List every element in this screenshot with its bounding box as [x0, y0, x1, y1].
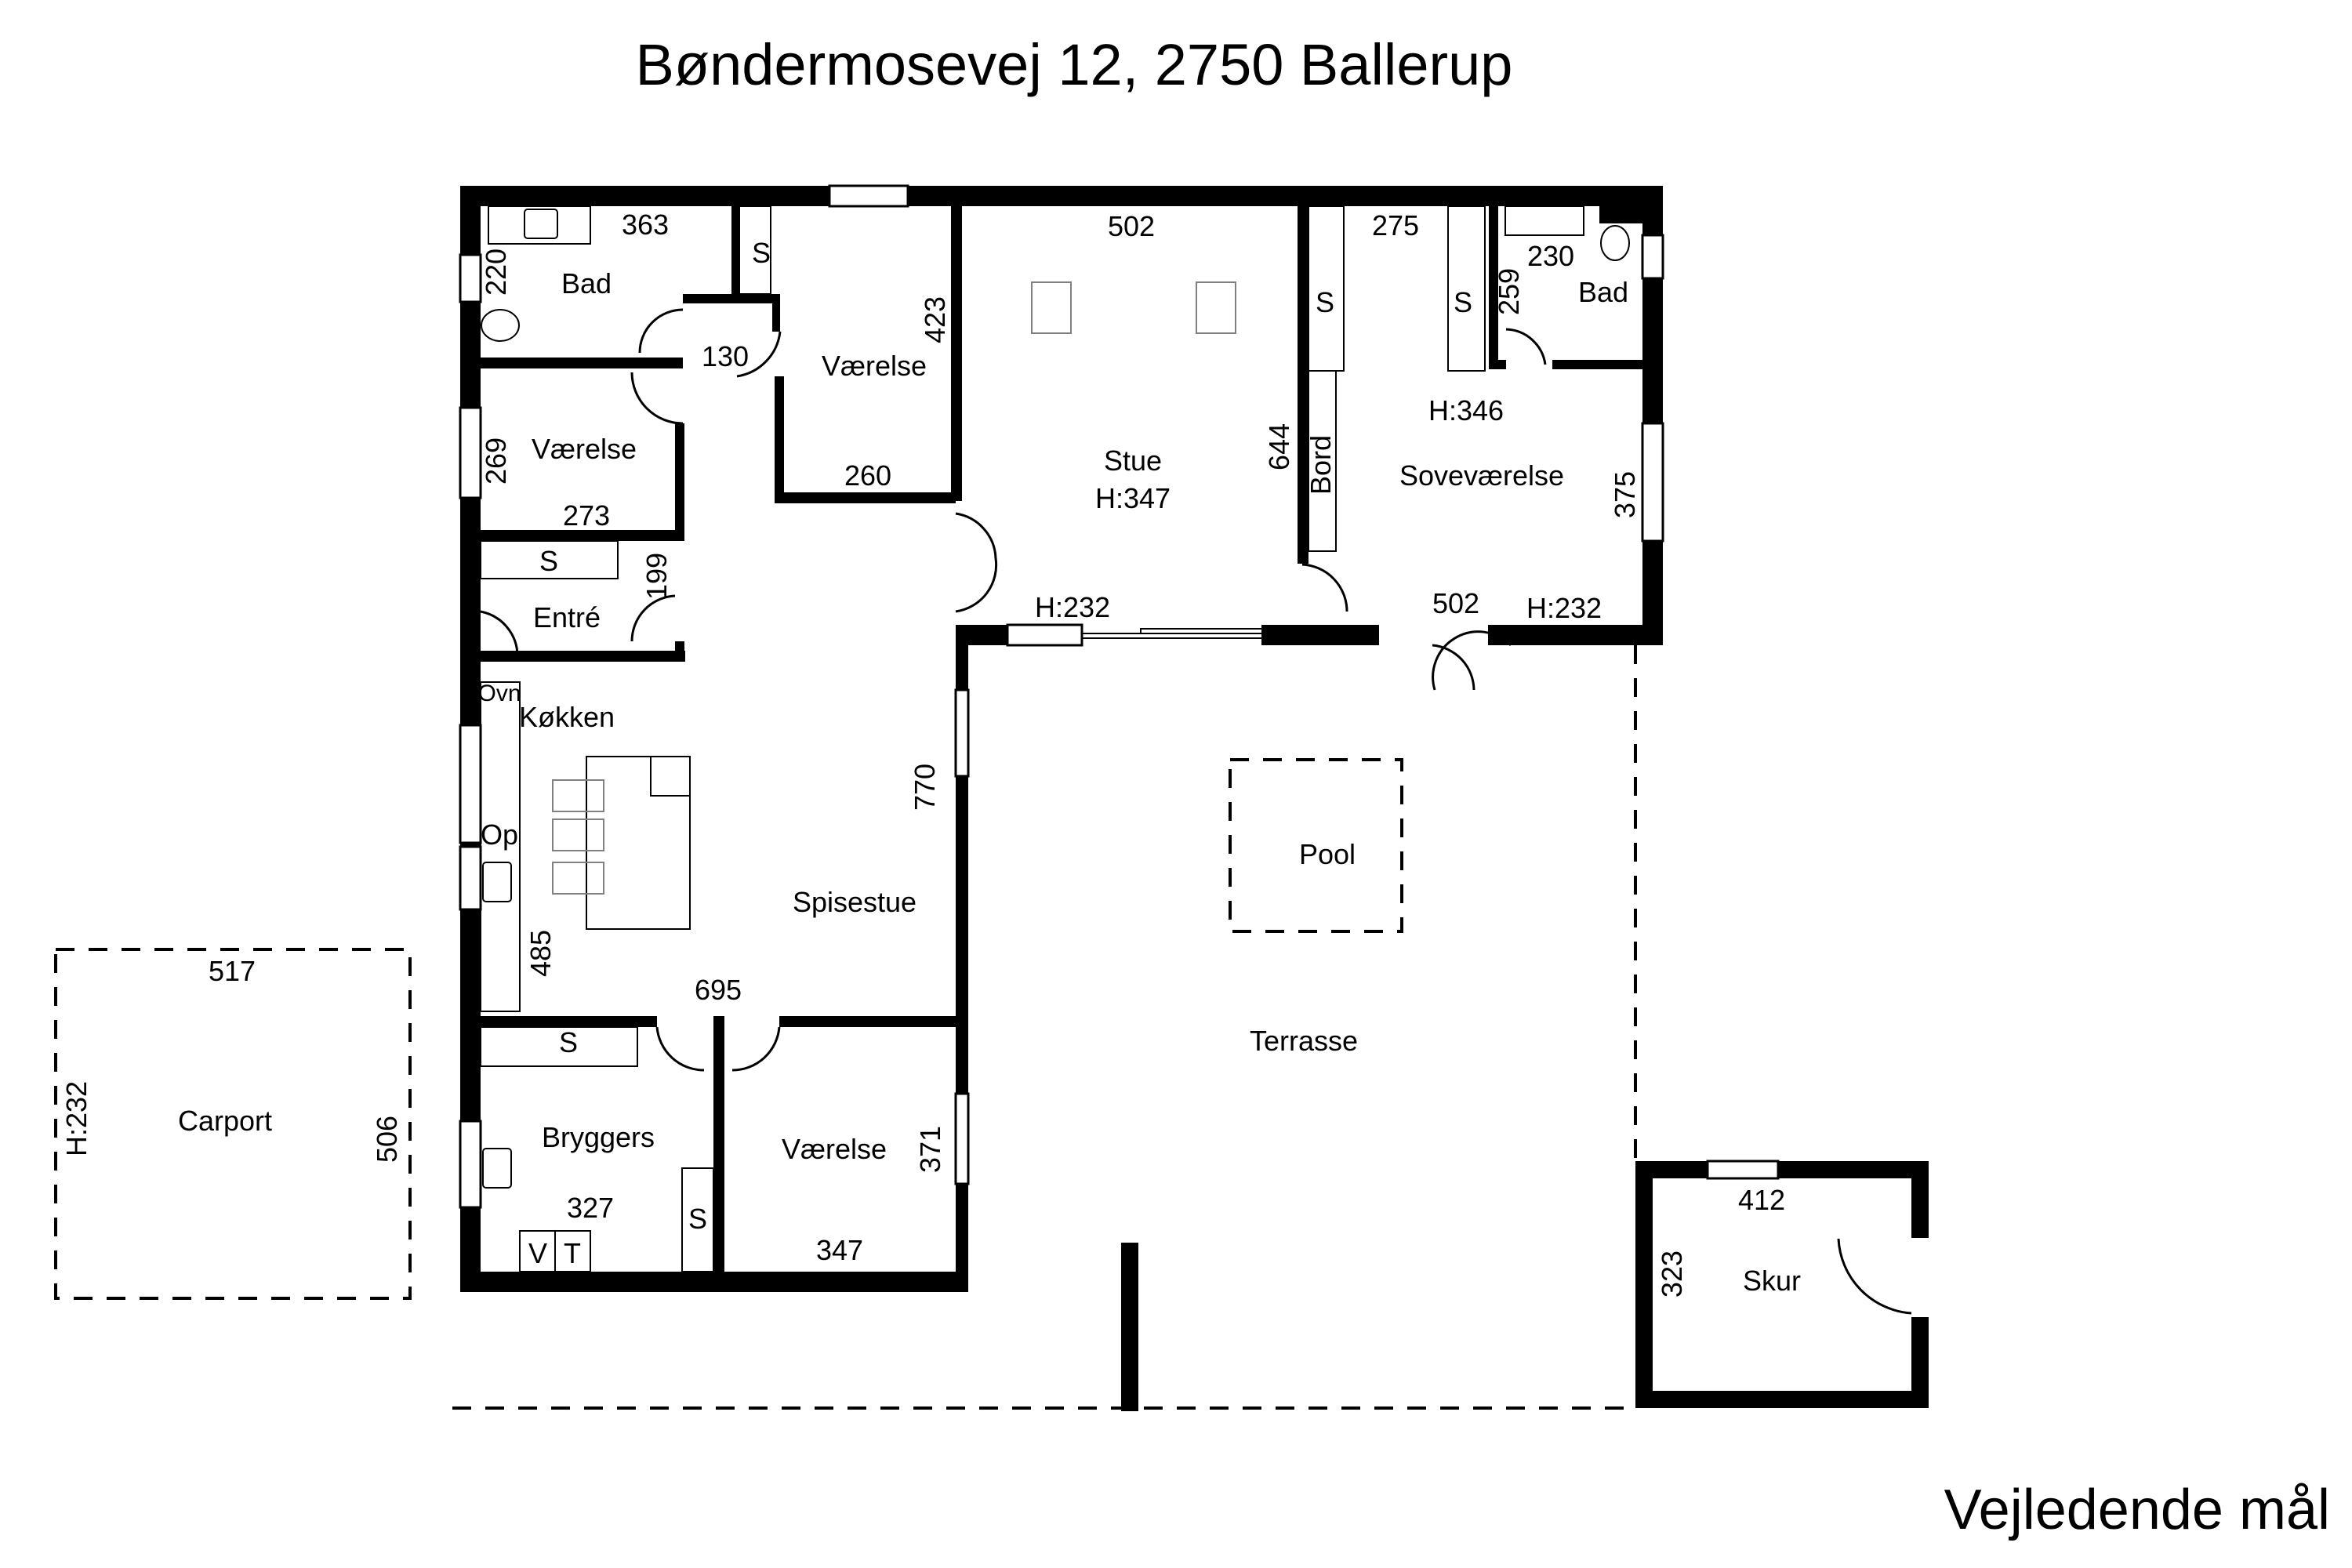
- windows: [459, 184, 1780, 1209]
- sovev-door-height: H:232: [1526, 592, 1602, 624]
- stue-door-height: H:232: [1034, 591, 1111, 623]
- stue-name: Stue: [1103, 445, 1163, 477]
- bad-right-depth: 259: [1493, 267, 1525, 316]
- stue-height: H:347: [1094, 482, 1171, 514]
- sink-counter: [488, 205, 591, 245]
- closet-bad: [739, 205, 771, 295]
- carport-height: H:232: [60, 1080, 93, 1157]
- sovev-width-top: 275: [1371, 209, 1420, 241]
- closet-bryggers-side: [681, 1167, 714, 1272]
- plan-title: Bøndermosevej 12, 2750 Ballerup: [635, 32, 1513, 97]
- washer-label: V: [528, 1237, 548, 1269]
- door-swings: [480, 308, 1912, 1315]
- skylight-icon: [552, 862, 604, 895]
- toilet-icon-right: [1600, 225, 1630, 261]
- bryggers-name: Bryggers: [541, 1121, 655, 1153]
- carport-name: Carport: [177, 1105, 273, 1137]
- bad-left-depth: 220: [480, 248, 512, 296]
- disclaimer-note: Vejledende mål: [1944, 1479, 2330, 1541]
- entre-depth: 199: [641, 552, 673, 601]
- vaerelse-top-mid-width: 260: [844, 459, 892, 492]
- skylight-icon: [1031, 281, 1072, 334]
- sovev-width-bottom: 502: [1432, 587, 1480, 619]
- bad-right-name: Bad: [1577, 276, 1629, 308]
- hood-box: [650, 756, 691, 797]
- skur-name: Skur: [1742, 1265, 1802, 1297]
- spisestue-depth: 770: [909, 763, 941, 811]
- entre-name: Entré: [532, 601, 601, 633]
- pool-outline: [1229, 758, 1403, 933]
- carport-outline: [54, 948, 412, 1300]
- vaerelse-top-mid-depth: 423: [919, 296, 951, 344]
- bad-left-width: 363: [621, 209, 670, 241]
- stue-depth: 644: [1263, 423, 1295, 471]
- sovev-height: H:346: [1428, 394, 1504, 426]
- kitchen-counter: [480, 681, 521, 1012]
- spisestue-width: 695: [694, 974, 742, 1006]
- vaerelse-top-left-width: 273: [562, 499, 611, 532]
- oven-label: Ovn: [477, 681, 521, 706]
- desk-bord: [1308, 370, 1337, 552]
- sink-counter-right: [1504, 205, 1584, 236]
- bryggers-width: 327: [566, 1192, 615, 1224]
- kitchen-island: [586, 756, 691, 930]
- vaerelse-top-mid-name: Værelse: [821, 350, 927, 382]
- closet-label-bryggers: S: [558, 1026, 579, 1058]
- closet-label-stue: S: [1315, 286, 1335, 318]
- dryer-label: T: [564, 1237, 581, 1269]
- vaerelse-bottom-name: Værelse: [781, 1133, 887, 1165]
- toilet-icon: [481, 309, 520, 342]
- closet-label: S: [751, 237, 771, 269]
- passage-width: 130: [701, 340, 750, 372]
- koekken-depth: 485: [524, 929, 557, 978]
- vaerelse-bottom-width: 347: [815, 1234, 864, 1266]
- terrasse-name: Terrasse: [1249, 1025, 1359, 1057]
- sink-icon-kitchen: [482, 862, 512, 902]
- spisestue-name: Spisestue: [792, 886, 917, 918]
- carport-width: 517: [208, 955, 256, 987]
- skylight-icon: [552, 779, 604, 812]
- sovev-depth: 375: [1609, 470, 1641, 519]
- carport-depth: 506: [371, 1115, 403, 1163]
- entre-closet-label: S: [539, 545, 559, 577]
- skur-width: 412: [1737, 1184, 1786, 1216]
- bad-right-width: 230: [1526, 240, 1575, 272]
- closet-sovev: [1447, 205, 1486, 372]
- stue-width: 502: [1107, 210, 1156, 242]
- sink-icon-bryggers: [482, 1148, 512, 1189]
- walls: [460, 186, 1929, 1411]
- sovev-name: Soveværelse: [1399, 459, 1565, 492]
- dashed-outlines: [54, 645, 1637, 1410]
- fixtures: [480, 205, 1630, 1272]
- skur-depth: 323: [1656, 1250, 1688, 1298]
- closet-label-sovev: S: [1453, 286, 1473, 318]
- skylight-icon: [1196, 281, 1236, 334]
- vaerelse-top-left-name: Værelse: [531, 433, 637, 465]
- koekken-name: Køkken: [518, 701, 615, 733]
- vaerelse-bottom-depth: 371: [914, 1125, 946, 1174]
- bad-left-name: Bad: [561, 267, 612, 299]
- sliding-door: [1081, 628, 1263, 639]
- vaerelse-top-left-depth: 269: [480, 437, 512, 485]
- dishwasher-label: Op: [480, 818, 519, 851]
- skylight-icon: [552, 818, 604, 851]
- closet-entre: [480, 540, 619, 579]
- pool-name: Pool: [1298, 838, 1356, 870]
- closet-bryggers: [480, 1026, 638, 1067]
- desk-label: Bord: [1305, 434, 1337, 495]
- closet-label-bryggers-side: S: [688, 1203, 708, 1235]
- sink-icon: [524, 209, 558, 239]
